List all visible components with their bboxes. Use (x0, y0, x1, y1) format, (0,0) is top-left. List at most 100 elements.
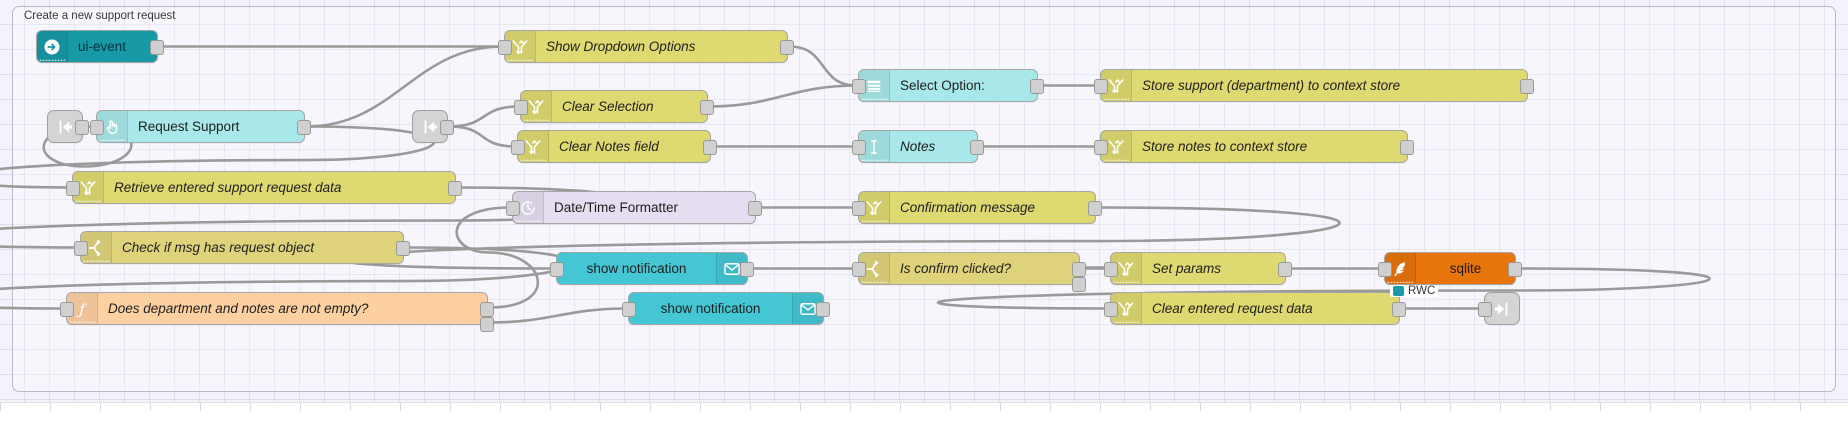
node-input-port[interactable] (90, 120, 104, 135)
link-in-icon (48, 111, 82, 142)
node-input-port[interactable] (1378, 262, 1392, 277)
node-input-port[interactable] (511, 140, 525, 155)
ruler-tick (600, 403, 601, 411)
node-datetime[interactable]: Date/Time Formatter (506, 191, 762, 224)
node-input-port[interactable] (1094, 79, 1108, 94)
node-output-port[interactable] (780, 40, 794, 55)
node-output-port[interactable] (1520, 79, 1534, 94)
ruler-tick (900, 403, 901, 411)
node-input-port[interactable] (852, 201, 866, 216)
node-output-port[interactable] (448, 181, 462, 196)
node-input-port[interactable] (852, 262, 866, 277)
node-input-port[interactable] (1104, 262, 1118, 277)
ruler-tick (350, 403, 351, 411)
node-output-port[interactable] (1088, 201, 1102, 216)
node-output-port[interactable] (970, 140, 984, 155)
node-output-port[interactable] (480, 317, 494, 332)
node-link-out[interactable] (1478, 292, 1520, 325)
ruler-tick (1300, 403, 1301, 411)
node-dept-notes-empty[interactable]: ƒ Does department and notes are not empty… (60, 292, 494, 332)
node-input-port[interactable] (506, 201, 520, 216)
node-input-port[interactable] (498, 40, 512, 55)
node-notify-2[interactable]: show notification (622, 292, 830, 325)
node-input-port[interactable] (514, 100, 528, 115)
node-label: Show Dropdown Options (546, 39, 696, 54)
node-output-port[interactable] (396, 241, 410, 256)
node-output-port[interactable] (1072, 277, 1086, 292)
node-show-dropdown[interactable]: Show Dropdown Options (498, 30, 794, 63)
node-set-params[interactable]: Set params (1104, 252, 1292, 285)
node-output-port[interactable] (703, 140, 717, 155)
node-retrieve-data[interactable]: Retrieve entered support request data (66, 171, 462, 204)
node-input-port[interactable] (1104, 302, 1118, 317)
node-input-port[interactable] (852, 140, 866, 155)
ruler-tick (100, 403, 101, 411)
node-output-port[interactable] (748, 201, 762, 216)
link-out-icon (1485, 293, 1519, 324)
node-clear-request[interactable]: Clear entered request data (1104, 292, 1406, 325)
node-output-port[interactable] (1392, 302, 1406, 317)
node-select-option[interactable]: Select Option: (852, 69, 1044, 102)
node-output-port[interactable] (816, 302, 830, 317)
ruler-tick (1450, 403, 1451, 411)
svg-text:ƒ: ƒ (76, 300, 87, 318)
node-link-in-1[interactable] (47, 110, 89, 143)
node-request-support[interactable]: Request Support (90, 110, 311, 143)
node-output-port[interactable] (150, 40, 164, 55)
ruler-tick (800, 403, 801, 411)
node-label: Is confirm clicked? (900, 261, 1012, 276)
node-clear-notes[interactable]: Clear Notes field (511, 130, 717, 163)
node-label: Confirmation message (900, 200, 1036, 215)
ruler-tick (850, 403, 851, 411)
node-output-port[interactable] (740, 262, 754, 277)
ruler-tick (1100, 403, 1101, 411)
node-output-port[interactable] (75, 120, 89, 135)
node-notes[interactable]: Notes (852, 130, 984, 163)
node-check-msg[interactable]: Check if msg has request object (74, 231, 410, 264)
ruler-tick (1750, 403, 1751, 411)
node-output-port[interactable] (297, 120, 311, 135)
node-output-port[interactable] (1508, 262, 1522, 277)
ruler-tick (0, 403, 1, 411)
node-store-notes[interactable]: Store notes to context store (1094, 130, 1414, 163)
node-input-port[interactable] (622, 302, 636, 317)
database-icon (1393, 286, 1404, 296)
node-link-in-2[interactable] (412, 110, 454, 143)
node-input-port[interactable] (66, 181, 80, 196)
node-sqlite[interactable]: sqlite (1378, 252, 1522, 285)
node-input-port[interactable] (1094, 140, 1108, 155)
node-clear-selection[interactable]: Clear Selection (514, 90, 714, 123)
ruler-tick (1650, 403, 1651, 411)
node-output-port[interactable] (700, 100, 714, 115)
node-confirm-message[interactable]: Confirmation message (852, 191, 1102, 224)
node-is-confirm[interactable]: Is confirm clicked? (852, 252, 1086, 292)
node-output-port[interactable] (480, 302, 494, 317)
node-output-port[interactable] (1030, 79, 1044, 94)
node-output-port[interactable] (1400, 140, 1414, 155)
node-input-port[interactable] (852, 79, 866, 94)
node-input-port[interactable] (74, 241, 88, 256)
node-store-support[interactable]: Store support (department) to context st… (1094, 69, 1534, 102)
node-label: Clear entered request data (1152, 301, 1313, 316)
link-in-icon (413, 111, 447, 142)
node-notify-1[interactable]: show notification (550, 252, 754, 285)
canvas-ruler (0, 402, 1848, 424)
ruler-tick (1350, 403, 1351, 411)
flow-group-label: Create a new support request (24, 10, 176, 22)
ruler-tick (500, 403, 501, 411)
node-label: Notes (900, 139, 936, 154)
node-output-port[interactable] (1072, 262, 1086, 277)
node-input-port[interactable] (1478, 302, 1492, 317)
node-ui-event[interactable]: ui-event (36, 30, 164, 63)
node-input-port[interactable] (60, 302, 74, 317)
node-input-port[interactable] (550, 262, 564, 277)
ruler-tick (250, 403, 251, 411)
node-label: Does department and notes are not empty? (108, 301, 369, 316)
node-label: show notification (660, 301, 761, 316)
node-label: Retrieve entered support request data (114, 180, 342, 195)
node-output-port[interactable] (440, 120, 454, 135)
ruler-tick (1600, 403, 1601, 411)
node-output-port[interactable] (1278, 262, 1292, 277)
